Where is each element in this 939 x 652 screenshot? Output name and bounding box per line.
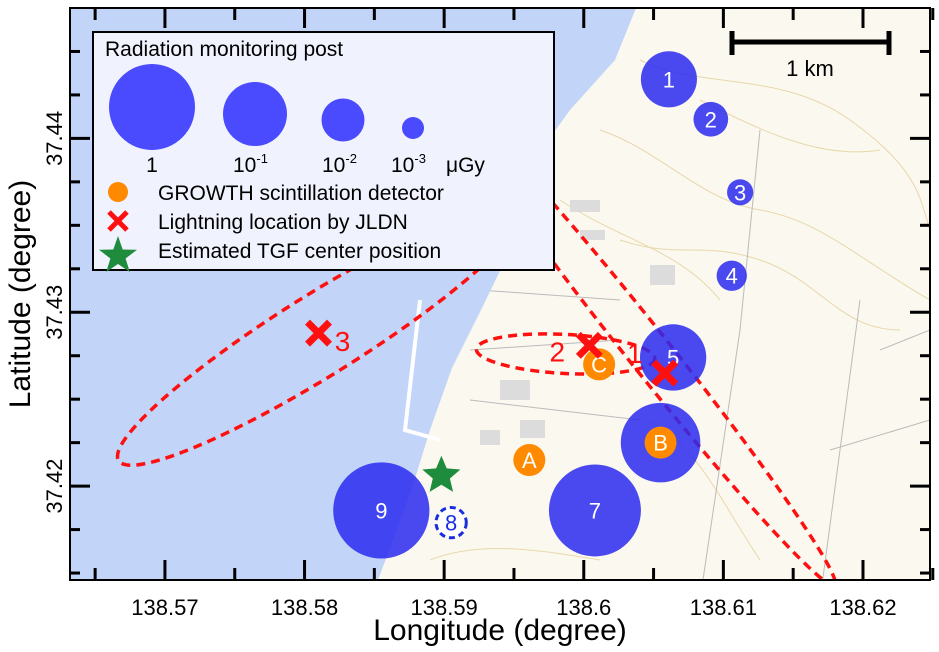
monitoring-post-label: 1	[663, 67, 675, 92]
legend-dose-label-0.001: 10-3	[391, 151, 426, 177]
monitoring-post-label: 3	[734, 180, 746, 205]
legend-dose-circle-1	[109, 64, 195, 150]
x-tick-label: 138.59	[411, 595, 478, 620]
legend-growth-label: GROWTH scintillation detector	[158, 182, 444, 205]
growth-detector-label: B	[653, 431, 668, 456]
legend-growth-icon	[108, 182, 128, 202]
legend-title: Radiation monitoring post	[105, 38, 343, 61]
growth-detector-C	[583, 348, 616, 381]
legend-dose-circle-0.1	[223, 82, 287, 146]
growth-detector-label: C	[591, 352, 607, 377]
legend-dose-unit: μGy	[446, 154, 485, 177]
monitoring-post-8	[434, 505, 468, 540]
legend: Radiation monitoring post 1 10-1 10-2 10…	[92, 31, 555, 272]
growth-detector-label: A	[522, 448, 537, 473]
lightning-label: 3	[335, 326, 351, 357]
y-tick-label: 37.42	[42, 459, 67, 514]
growth-detector-B	[644, 426, 677, 459]
lightning-2-x-icon	[575, 331, 603, 359]
x-tick-label: 138.61	[690, 595, 757, 620]
monitoring-post-5	[639, 324, 707, 391]
legend-dose-label-1: 1	[146, 154, 158, 177]
legend-dose-circle-0.001	[402, 117, 424, 139]
legend-dose-label-0.1: 10-1	[233, 151, 268, 177]
monitoring-post-4	[716, 260, 747, 291]
x-stroke	[575, 331, 603, 359]
roads	[469, 129, 930, 580]
legend-dose-label-0.01: 10-2	[322, 151, 357, 177]
monitoring-post-9	[333, 462, 430, 559]
lightning-3-x-icon	[305, 319, 332, 347]
x-tick-label: 138.57	[131, 595, 198, 620]
x-stroke	[651, 359, 679, 387]
x-tick-label: 138.6	[556, 595, 611, 620]
legend-lightning-label: Lightning location by JLDN	[158, 211, 408, 234]
y-tick-label: 37.44	[42, 111, 67, 166]
monitoring-post-2	[693, 101, 729, 137]
x-tick-label: 138.58	[271, 595, 338, 620]
y-axis: 37.42 37.43 37.44	[42, 49, 930, 575]
legend-tgf-label: Estimated TGF center position	[158, 240, 441, 263]
lightning-1-x-icon	[651, 359, 679, 387]
lightning-label: 1	[627, 338, 643, 369]
y-tick-label: 37.43	[42, 285, 67, 340]
y-axis-label: Latitude (degree)	[4, 180, 37, 409]
scale-bar: 1 km	[729, 31, 892, 81]
lightning-3-error-ellipse	[115, 202, 525, 467]
monitoring-post-1	[640, 51, 697, 108]
monitoring-post-label: 9	[375, 498, 387, 523]
monitoring-post-label: 4	[726, 264, 738, 289]
legend-star-icon	[99, 236, 137, 272]
x-axis-label: Longitude (degree)	[373, 614, 627, 647]
x-axis: 138.57 138.58 138.59 138.6 138.61 138.62	[93, 8, 935, 620]
x-stroke	[305, 319, 332, 347]
legend-dose-circle-0.01	[321, 98, 365, 142]
plot-frame	[69, 7, 931, 581]
monitoring-post-label: 8	[445, 511, 457, 536]
buildings	[480, 200, 675, 445]
monitoring-post-3	[727, 179, 754, 206]
breakwater	[402, 299, 441, 442]
monitoring-post-label: 7	[589, 498, 601, 523]
lightning-label: 2	[550, 336, 566, 367]
legend-lightning-icon	[107, 210, 129, 232]
tgf-center-star-icon	[422, 455, 461, 492]
scale-bar-label: 1 km	[786, 56, 834, 81]
growth-detector-A	[513, 444, 546, 477]
monitoring-post-label: 2	[705, 107, 717, 132]
monitoring-post-7	[548, 464, 641, 557]
x-tick-label: 138.62	[829, 595, 896, 620]
